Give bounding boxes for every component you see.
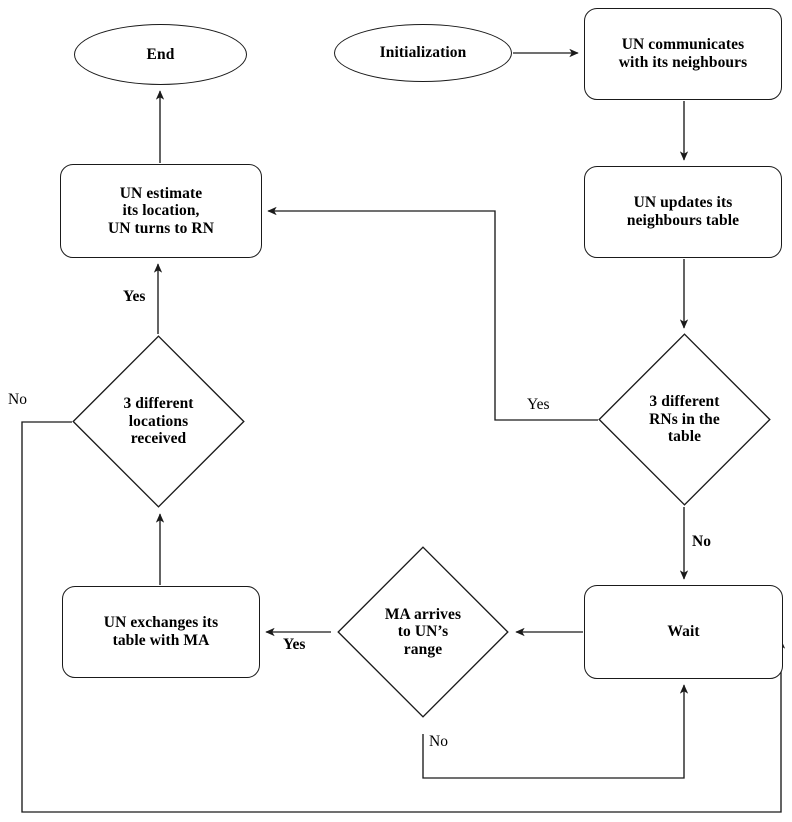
edge-ma-no-to-wait [422, 684, 689, 779]
edge-label-ma-no: No [429, 733, 448, 750]
node-un-communicates-label: UN communicates with its neighbours [618, 36, 748, 71]
edge-label-locations-yes: Yes [123, 288, 146, 305]
node-initialization-label: Initialization [379, 44, 467, 62]
node-end-label: End [146, 45, 175, 63]
diamond-shape [598, 333, 771, 506]
node-ma-decision[interactable]: MA arrives to UN’s range [337, 546, 509, 718]
edge-label-rns-yes: Yes [527, 396, 550, 413]
node-end[interactable]: End [74, 24, 247, 85]
node-locations-decision-label: 3 different locations received [123, 395, 194, 448]
node-initialization[interactable]: Initialization [334, 24, 512, 82]
diamond-shape [337, 546, 509, 718]
node-un-updates[interactable]: UN updates its neighbours table [584, 166, 782, 258]
node-wait[interactable]: Wait [584, 585, 783, 679]
node-wait-label: Wait [667, 623, 700, 641]
node-un-exchanges[interactable]: UN exchanges its table with MA [62, 586, 260, 678]
node-rns-decision-label: 3 different RNs in the table [649, 393, 720, 446]
edge-label-rns-no: No [692, 533, 711, 550]
node-un-updates-label: UN updates its neighbours table [626, 194, 740, 229]
node-un-estimate-label: UN estimate its location, UN turns to RN [107, 184, 215, 237]
edge-locations-no-to-wait [21, 421, 786, 813]
node-locations-decision[interactable]: 3 different locations received [72, 335, 245, 508]
edge-label-ma-yes: Yes [283, 636, 306, 653]
node-rns-decision[interactable]: 3 different RNs in the table [598, 333, 771, 506]
edge-label-locations-no: No [8, 391, 27, 408]
edge-rns-yes-to-estimate [267, 206, 598, 421]
diamond-shape [72, 335, 245, 508]
node-un-exchanges-label: UN exchanges its table with MA [103, 614, 219, 649]
node-ma-decision-label: MA arrives to UN’s range [384, 605, 462, 658]
node-un-communicates[interactable]: UN communicates with its neighbours [584, 8, 782, 100]
node-un-estimate[interactable]: UN estimate its location, UN turns to RN [60, 164, 262, 258]
